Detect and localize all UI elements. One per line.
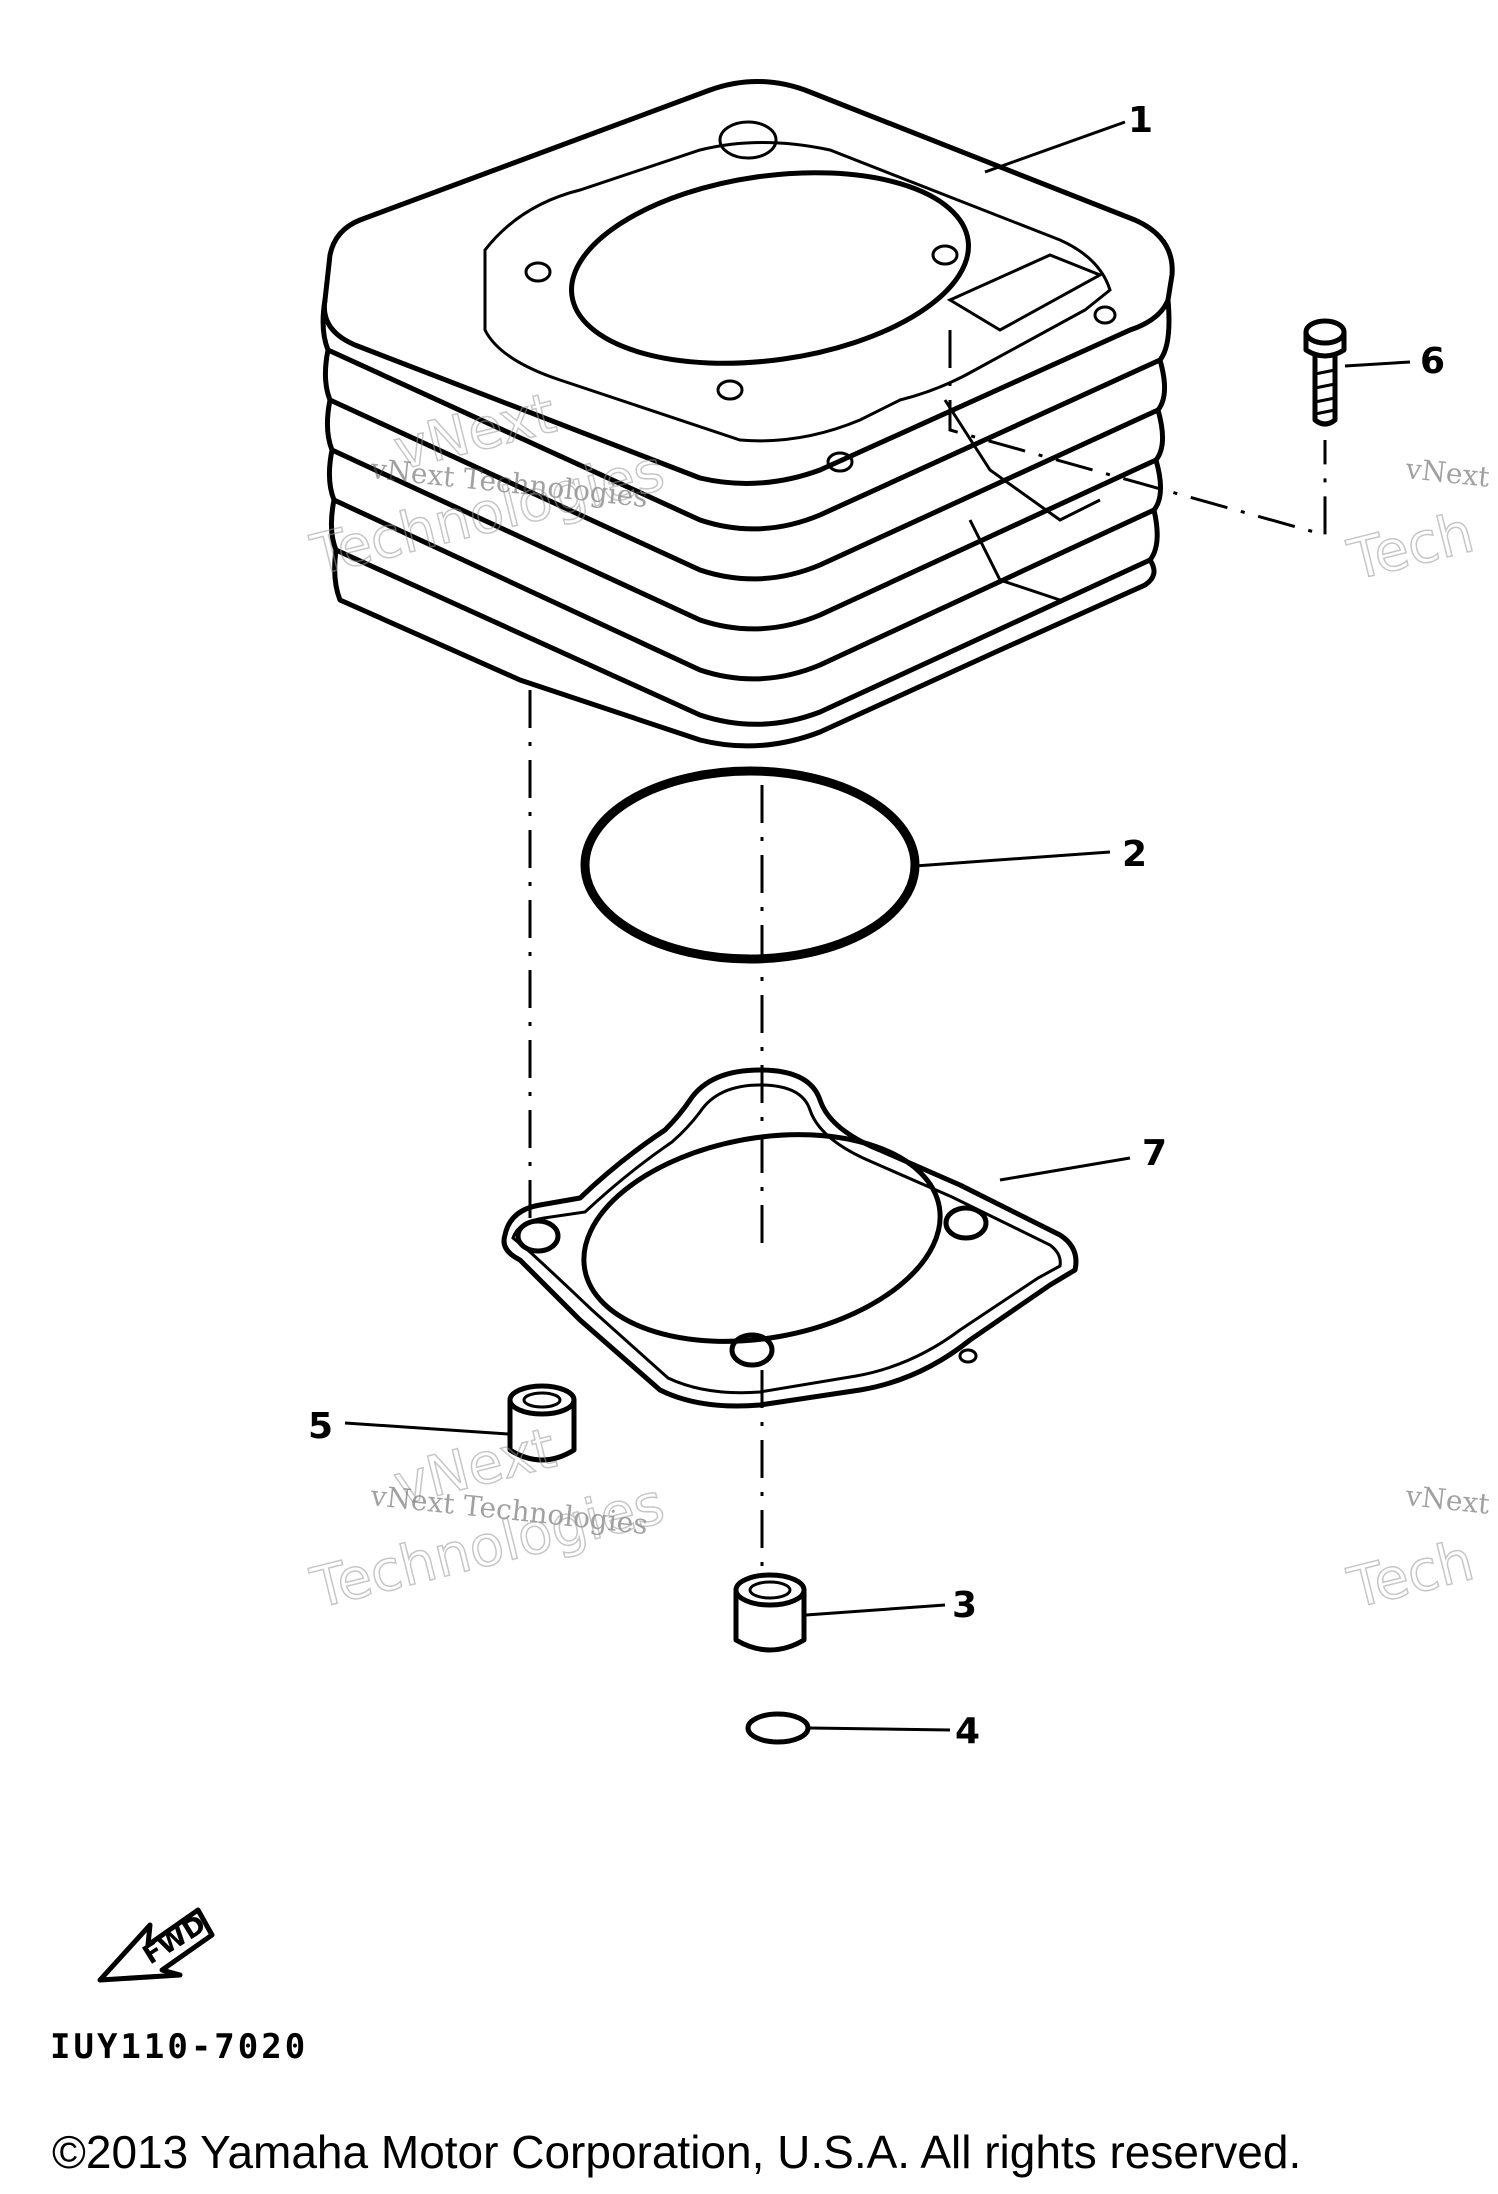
cylinder-block <box>320 78 1175 749</box>
leader-5 <box>344 1421 509 1436</box>
watermark-right-lower-line2: Tech <box>1342 1528 1480 1622</box>
leader-7 <box>999 1156 1131 1182</box>
dowel-pin-left <box>507 1383 577 1463</box>
watermark-right-upper-line1: vNext <box>1403 452 1492 494</box>
diagram-code: IUY110-7020 <box>50 2027 308 2067</box>
callout-3: 3 <box>952 1585 977 1626</box>
dowel-pin-center <box>733 1572 807 1653</box>
watermark-right-upper-line2: Tech <box>1342 500 1480 594</box>
callout-6: 6 <box>1420 341 1445 382</box>
small-o-ring <box>745 1711 811 1745</box>
watermark-right-upper: vNext Tech <box>1341 452 1492 595</box>
leader-3 <box>805 1603 946 1617</box>
watermark-right-lower: vNext Tech <box>1341 1479 1492 1623</box>
leader-6 <box>1344 360 1411 368</box>
callout-4: 4 <box>955 1711 980 1752</box>
callout-5: 5 <box>308 1406 333 1447</box>
fwd-arrow-icon: FWD <box>97 1907 215 1983</box>
copyright-notice: ©2013 Yamaha Motor Corporation, U.S.A. A… <box>52 2126 1301 2178</box>
leader-2 <box>914 850 1111 868</box>
watermark-lower: vNext vNext Technologies Technologies <box>304 1415 671 1622</box>
callout-7: 7 <box>1142 1133 1167 1174</box>
assembly-line-bolt <box>948 330 1327 537</box>
callout-2: 2 <box>1122 834 1147 875</box>
base-gasket <box>501 1067 1079 1409</box>
bolt <box>1303 318 1347 427</box>
leader-1 <box>984 120 1126 174</box>
o-ring <box>580 766 920 964</box>
leader-4 <box>809 1726 951 1732</box>
callout-1: 1 <box>1128 100 1153 141</box>
watermark-right-lower-line1: vNext <box>1403 1479 1492 1521</box>
